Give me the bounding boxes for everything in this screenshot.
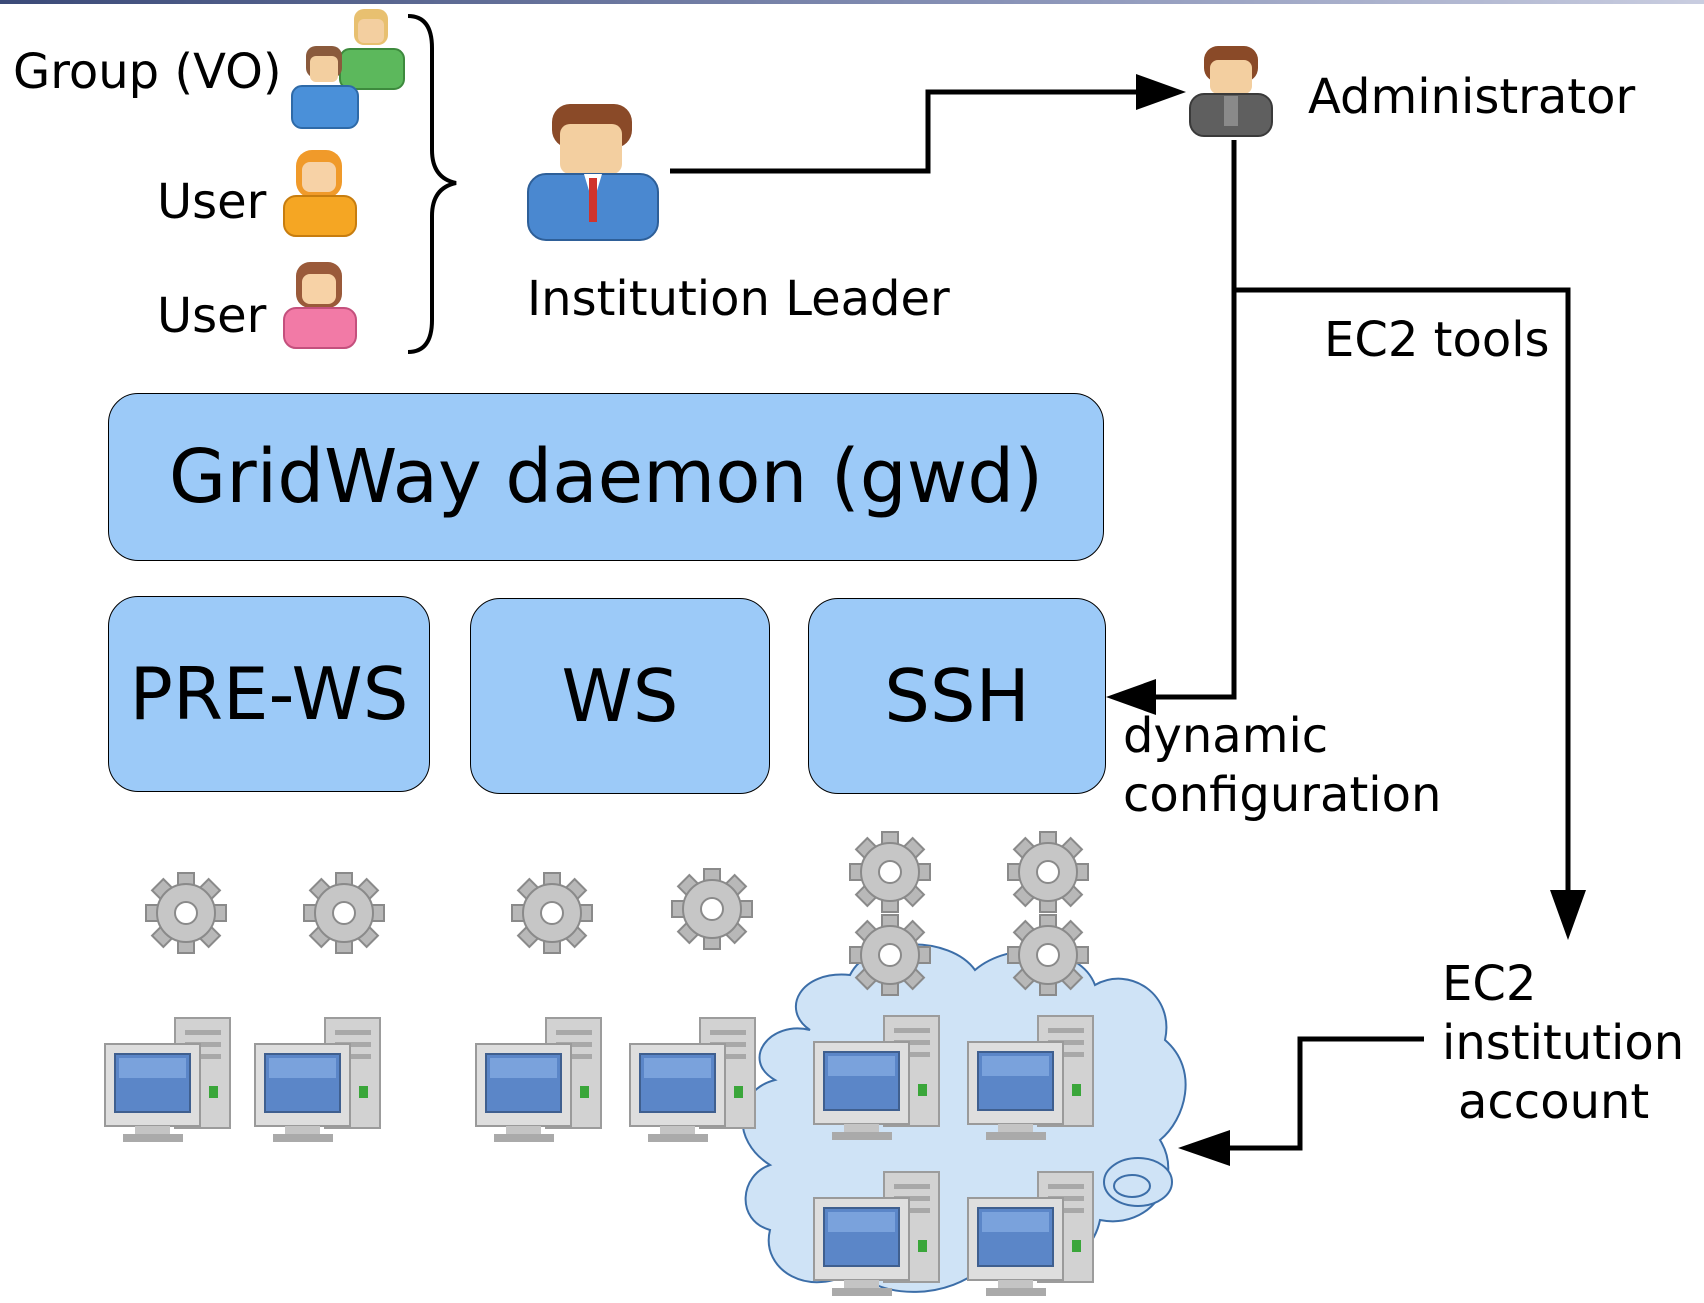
user-label: User: [157, 174, 267, 230]
ec2-to-cloud-arrowhead: [1178, 1130, 1230, 1166]
gear-icon: [303, 872, 385, 954]
ssh-mad-box: SSH: [808, 598, 1106, 794]
ec2-account-label-line3: account: [1458, 1074, 1650, 1130]
computer-icon: [254, 1017, 381, 1143]
gear-icon: [1007, 914, 1089, 996]
admin-to-ec2-arrowhead: [1550, 890, 1586, 940]
computer-icon: [475, 1017, 602, 1143]
ws-mad-box: WS: [470, 598, 770, 794]
administrator-label: Administrator: [1308, 69, 1636, 125]
admin-to-ssh-line: [1130, 140, 1237, 700]
gear-icon: [849, 914, 931, 996]
admin-to-ec2-line: [1234, 287, 1571, 900]
computer-icon: [104, 1017, 231, 1143]
prews-mad-label: PRE-WS: [129, 652, 409, 736]
cloud-icon: [741, 943, 1187, 1293]
group-icon: [291, 9, 405, 129]
group-label: Group (VO): [13, 44, 282, 100]
gear-icon: [511, 872, 593, 954]
user-icon: [283, 150, 357, 237]
dynamic-configuration-label-line2: configuration: [1123, 767, 1442, 823]
gear-icon: [145, 872, 227, 954]
ws-mad-label: WS: [561, 654, 679, 738]
gear-icon: [1007, 831, 1089, 913]
institution-leader-icon: [527, 104, 659, 241]
prews-mad-box: PRE-WS: [108, 596, 430, 792]
ec2-tools-label: EC2 tools: [1324, 312, 1550, 368]
institution-leader-label: Institution Leader: [527, 271, 950, 327]
ec2-to-cloud-line: [1210, 1036, 1424, 1151]
leader-to-admin-arrowhead: [1136, 74, 1186, 110]
admin-to-ssh-arrowhead: [1106, 679, 1156, 715]
gear-icon: [671, 868, 753, 950]
ec2-account-label-line2: institution: [1442, 1015, 1685, 1071]
gridway-daemon-label: GridWay daemon (gwd): [168, 434, 1044, 520]
dynamic-configuration-label-line1: dynamic: [1123, 708, 1329, 764]
gear-icon: [849, 831, 931, 913]
ssh-mad-label: SSH: [884, 654, 1030, 738]
top-accent-bar: [0, 0, 1704, 4]
group-brace: [407, 14, 457, 354]
user-label: User: [157, 288, 267, 344]
gridway-daemon-box: GridWay daemon (gwd): [108, 393, 1104, 561]
computer-icon: [629, 1017, 756, 1143]
user-icon: [283, 262, 357, 349]
leader-to-admin-line: [670, 89, 1160, 174]
ec2-account-label-line1: EC2: [1442, 956, 1537, 1012]
administrator-icon: [1189, 46, 1273, 137]
